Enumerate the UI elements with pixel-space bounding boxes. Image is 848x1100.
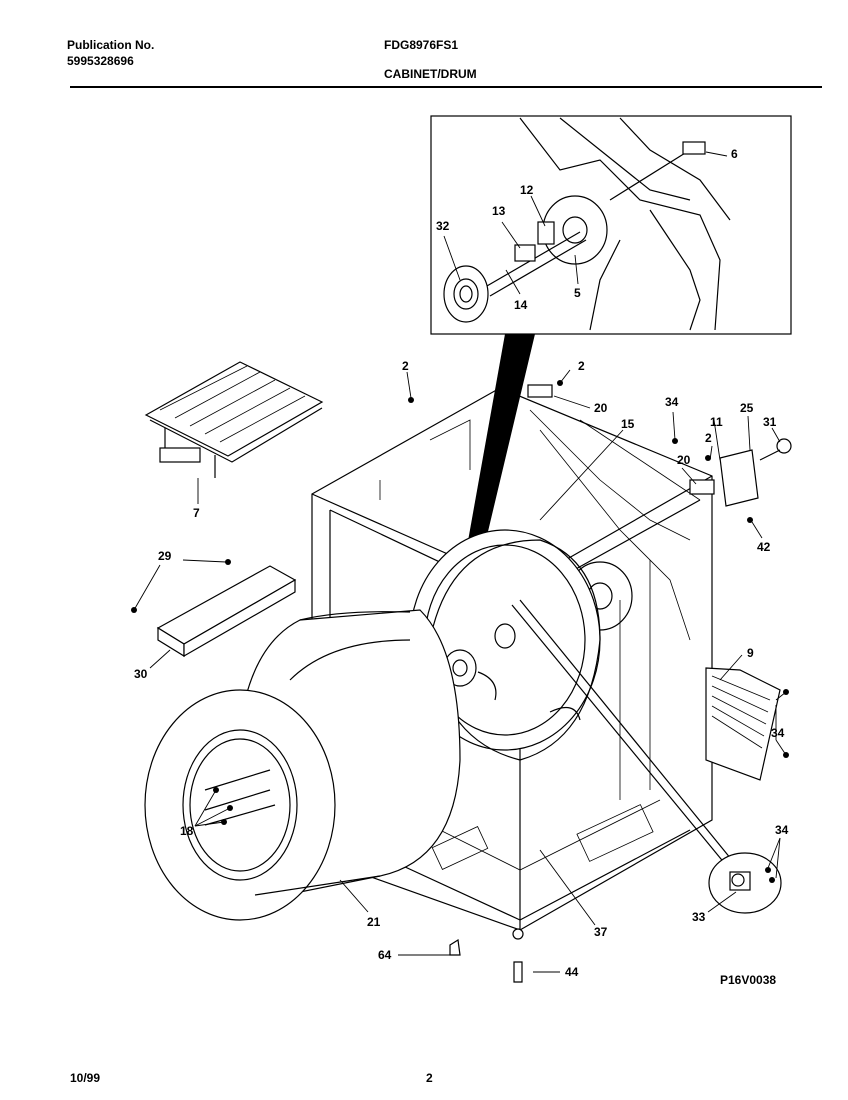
callout: 34: [771, 726, 785, 740]
footer-date: 10/99: [70, 1071, 101, 1085]
callout: 33: [692, 910, 706, 924]
callout: 64: [378, 948, 392, 962]
leader-lines: [133, 151, 787, 973]
callout: 20: [594, 401, 608, 415]
callout: 30: [134, 667, 148, 681]
callout: 5: [574, 286, 581, 300]
screw-31: [776, 438, 792, 454]
callout: 2: [578, 359, 585, 373]
drum: [144, 609, 461, 921]
callout: 20: [677, 453, 691, 467]
callout: 11: [710, 415, 723, 429]
publication-label: Publication No.: [67, 38, 155, 52]
callout: 37: [594, 925, 608, 939]
screw-44: [513, 961, 523, 983]
callout: 7: [193, 506, 200, 520]
callout: 21: [367, 915, 381, 929]
publication-number: 5995328696: [67, 54, 134, 68]
callout: 6: [731, 147, 738, 161]
callout: 2: [402, 359, 409, 373]
section-title: CABINET/DRUM: [384, 67, 477, 81]
page-number: 2: [426, 1071, 433, 1085]
drying-rack: [144, 361, 324, 478]
bracket-20-top: [527, 384, 553, 398]
bracket-20-right: [689, 479, 715, 495]
drum-bulkhead: [409, 529, 741, 877]
callout: 14: [514, 298, 528, 312]
front-panel-piece: [156, 565, 297, 658]
callout: 31: [763, 415, 777, 429]
callout: 44: [565, 965, 579, 979]
callout: 34: [775, 823, 789, 837]
duct-housing: [705, 667, 781, 781]
bracket-plate: [719, 449, 759, 507]
callout: 25: [740, 401, 754, 415]
callout: 34: [665, 395, 679, 409]
callout: 2: [705, 431, 712, 445]
model-number: FDG8976FS1: [384, 38, 459, 52]
inset-detail: [430, 115, 792, 335]
callout: 18: [180, 824, 194, 838]
callout: 15: [621, 417, 635, 431]
drawing-id: P16V0038: [720, 973, 776, 987]
leveling-leg: [449, 938, 461, 956]
callout: 29: [158, 549, 172, 563]
callout: 9: [747, 646, 754, 660]
callout: 32: [436, 219, 450, 233]
callout: 42: [757, 540, 771, 554]
callout: 12: [520, 183, 534, 197]
header-rule: [70, 86, 822, 88]
callout: 13: [492, 204, 506, 218]
